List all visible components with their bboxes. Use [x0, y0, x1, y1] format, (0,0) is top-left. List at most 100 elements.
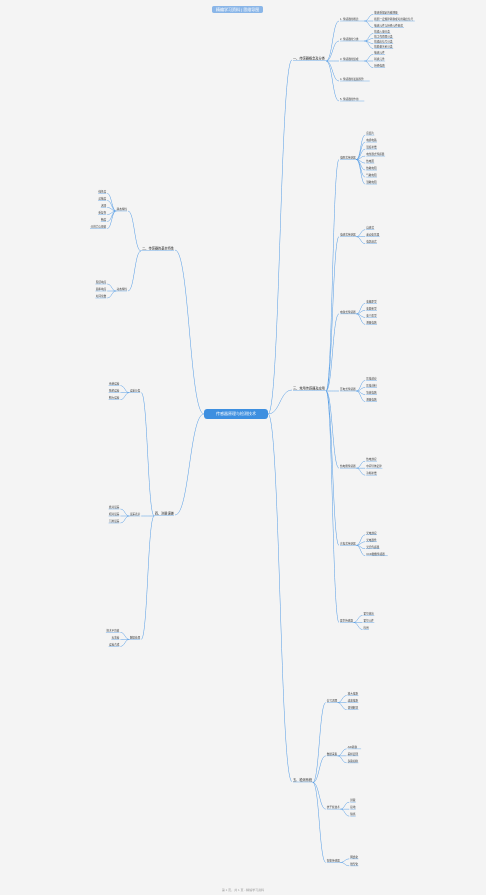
- subtopic-node[interactable]: 电阻式传感器: [340, 156, 356, 160]
- leaf-node[interactable]: 敏感元件与转换元件组成: [374, 24, 403, 28]
- leaf-node[interactable]: 微型化: [350, 862, 358, 866]
- leaf-node[interactable]: 敏感元件: [374, 50, 385, 54]
- branch-node[interactable]: 四、测量误差: [155, 511, 174, 516]
- subtopic-node[interactable]: 光电式传感器: [340, 541, 356, 545]
- subtopic-node[interactable]: 抗干扰技术: [327, 805, 340, 809]
- leaf-node[interactable]: 测量电路: [366, 320, 377, 324]
- leaf-node[interactable]: 压电材料: [366, 384, 377, 388]
- subtopic-node[interactable]: 霍尔传感器: [340, 618, 353, 622]
- mindmap-edge: [312, 782, 326, 810]
- leaf-node[interactable]: 气敏电阻: [366, 173, 377, 177]
- leaf-node[interactable]: 冷端补偿: [366, 471, 377, 475]
- mindmap-edge: [364, 40, 374, 49]
- leaf-node[interactable]: 多路切换: [348, 759, 359, 763]
- leaf-node[interactable]: 时间常数: [96, 294, 107, 298]
- branch-node[interactable]: 三、常用传感器及应用: [293, 386, 325, 391]
- subtopic-node[interactable]: 5. 传感器的作用: [340, 97, 359, 101]
- subtopic-node[interactable]: 静态特性: [117, 207, 128, 211]
- leaf-node[interactable]: A/D转换: [348, 745, 358, 749]
- leaf-node[interactable]: 湿敏电阻: [366, 180, 377, 184]
- leaf-node[interactable]: 采样定理: [348, 752, 359, 756]
- leaf-node[interactable]: 滤波电路: [348, 699, 359, 703]
- leaf-node[interactable]: 等效电路: [366, 391, 377, 395]
- leaf-node[interactable]: 标准差: [112, 635, 120, 639]
- leaf-node[interactable]: 电桥电路: [366, 138, 377, 142]
- leaf-node[interactable]: 隔离: [350, 812, 356, 816]
- subtopic-node[interactable]: 智能传感器: [327, 858, 340, 862]
- subtopic-node[interactable]: 电容式传感器: [340, 310, 356, 314]
- leaf-node[interactable]: 电涡流式: [366, 240, 377, 244]
- leaf-node[interactable]: 精度: [101, 218, 107, 222]
- leaf-node[interactable]: 转换元件: [374, 57, 385, 61]
- leaf-node[interactable]: 绝对误差: [109, 505, 120, 509]
- branch-node[interactable]: 二、传感器的基本特性: [142, 246, 175, 251]
- leaf-node[interactable]: 光电器件: [366, 538, 377, 542]
- leaf-node[interactable]: 屏蔽: [350, 798, 356, 802]
- leaf-node[interactable]: 变面积型: [366, 306, 377, 310]
- subtopic-node[interactable]: 1. 传感器的概念: [340, 17, 359, 21]
- subtopic-node[interactable]: 压电式传感器: [340, 387, 356, 391]
- leaf-node[interactable]: 光纤传感器: [366, 545, 379, 549]
- leaf-node[interactable]: 网络化: [350, 855, 358, 859]
- leaf-node[interactable]: 按输出信号分类: [374, 40, 393, 44]
- leaf-node[interactable]: 灵敏度: [98, 197, 106, 201]
- leaf-node[interactable]: 霍尔元件: [364, 618, 375, 622]
- leaf-node[interactable]: 差动变压器: [366, 233, 379, 237]
- leaf-node[interactable]: 相对误差: [109, 512, 120, 516]
- subtopic-node[interactable]: 误差表示: [130, 512, 141, 516]
- leaf-node[interactable]: 阶跃响应: [96, 280, 107, 284]
- subtopic-node[interactable]: 数据处理: [130, 635, 141, 639]
- leaf-node[interactable]: 迟滞: [101, 204, 107, 208]
- leaf-node[interactable]: 频率响应: [96, 287, 107, 291]
- leaf-node[interactable]: 应变片: [366, 131, 374, 135]
- leaf-node[interactable]: 算术平均值: [106, 628, 119, 632]
- mindmap-edge: [364, 54, 374, 62]
- leaf-node[interactable]: 转换电路: [374, 64, 385, 68]
- leaf-node[interactable]: CCD图像传感器: [366, 552, 385, 556]
- leaf-node[interactable]: 线性度: [98, 190, 106, 194]
- leaf-node[interactable]: 热敏电阻: [366, 166, 377, 170]
- leaf-node[interactable]: 放大电路: [348, 692, 359, 696]
- leaf-node[interactable]: 按能量关系分类: [374, 45, 393, 49]
- leaf-node[interactable]: 随机误差: [109, 389, 120, 393]
- branch-node[interactable]: 五、检测系统: [293, 777, 313, 782]
- leaf-node[interactable]: 温度补偿: [366, 145, 377, 149]
- leaf-node[interactable]: 测量电路: [366, 398, 377, 402]
- leaf-node[interactable]: 粗大误差: [109, 396, 120, 400]
- leaf-node[interactable]: 能感受规定的被测量: [374, 10, 398, 14]
- leaf-node[interactable]: 调制解调: [348, 706, 359, 710]
- subtopic-node[interactable]: 3. 传感器的组成: [340, 57, 359, 61]
- leaf-node[interactable]: 霍尔效应: [364, 611, 375, 615]
- subtopic-node[interactable]: 误差分类: [130, 389, 141, 393]
- subtopic-node[interactable]: 动态特性: [117, 287, 128, 291]
- leaf-node[interactable]: 电位器式传感器: [366, 152, 385, 156]
- leaf-node[interactable]: 压电效应: [366, 377, 377, 381]
- leaf-node[interactable]: 中间导体定律: [366, 464, 382, 468]
- leaf-node[interactable]: 误差合成: [109, 642, 120, 646]
- subtopic-node[interactable]: 信号调理: [327, 699, 338, 703]
- leaf-node[interactable]: 变介质型: [366, 313, 377, 317]
- leaf-node[interactable]: 应用: [364, 625, 370, 629]
- leaf-node[interactable]: 系统误差: [109, 382, 120, 386]
- mindmap-edge: [356, 313, 366, 325]
- subtopic-node[interactable]: 电感式传感器: [340, 233, 356, 237]
- subtopic-node[interactable]: 数据采集: [327, 752, 338, 756]
- leaf-node[interactable]: 变极距型: [366, 299, 377, 303]
- leaf-node[interactable]: 热电效应: [366, 457, 377, 461]
- leaf-node[interactable]: 按输入量分类: [374, 30, 390, 34]
- subtopic-node[interactable]: 2. 传感器的分类: [340, 37, 359, 41]
- leaf-node[interactable]: 分辨力与阈值: [91, 225, 107, 229]
- leaf-node[interactable]: 自感式: [366, 226, 374, 230]
- leaf-node[interactable]: 引用误差: [109, 519, 120, 523]
- leaf-node[interactable]: 重复性: [98, 211, 106, 215]
- leaf-node[interactable]: 按照一定规律转换成可用输出信号: [374, 17, 413, 21]
- subtopic-node[interactable]: 4. 传感器的发展趋势: [340, 77, 364, 81]
- branch-node[interactable]: 一、传感器概念及分类: [293, 56, 326, 61]
- mindmap-edge: [340, 862, 350, 867]
- leaf-node[interactable]: 按工作原理分类: [374, 35, 393, 39]
- leaf-node[interactable]: 光电效应: [366, 531, 377, 535]
- root-node[interactable]: 传感器原理与检测技术: [204, 409, 268, 419]
- subtopic-node[interactable]: 热电偶传感器: [340, 464, 356, 468]
- leaf-node[interactable]: 接地: [350, 805, 356, 809]
- leaf-node[interactable]: 热电阻: [366, 159, 374, 163]
